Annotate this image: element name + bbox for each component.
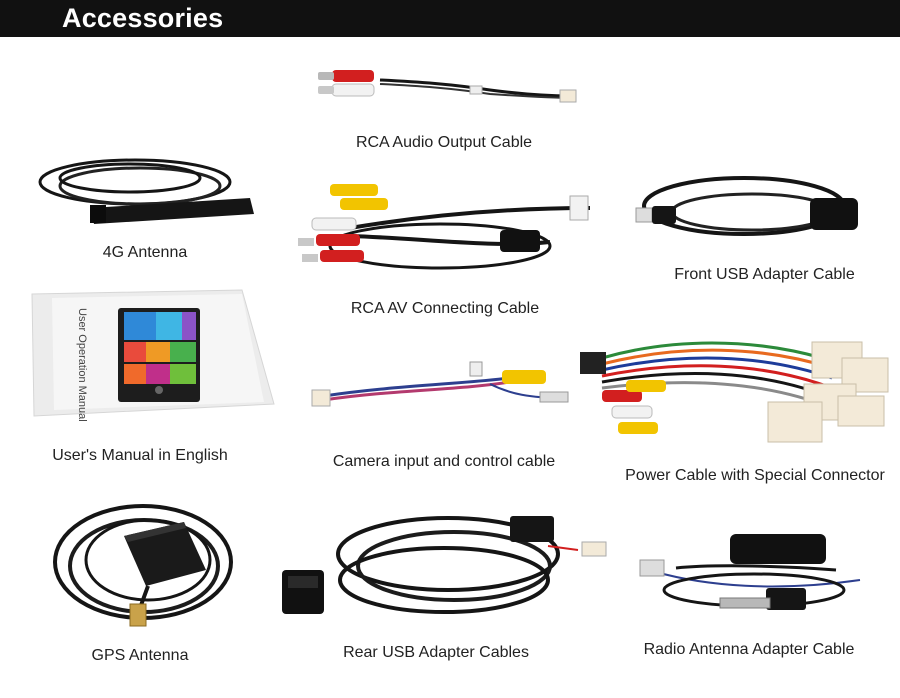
camera-caption: Camera input and control cable — [332, 453, 556, 470]
antenna-4g-image — [30, 150, 260, 230]
manual-image: User Operation Manual — [28, 289, 276, 422]
front-usb-cable-image — [634, 172, 866, 244]
manual-caption: User's Manual in English — [52, 447, 228, 464]
manual-cover-text: User Operation Manual — [76, 308, 88, 422]
page-title: Accessories — [62, 3, 224, 33]
gps-caption: GPS Antenna — [91, 647, 189, 664]
rca-audio-caption: RCA Audio Output Cable — [355, 134, 533, 151]
radio-antenna-cable-image — [636, 530, 866, 614]
rca-audio-cable-image — [310, 62, 580, 112]
rear-usb-cable-image — [278, 506, 610, 626]
rca-av-cable-image — [290, 178, 600, 278]
front-usb-caption: Front USB Adapter Cable — [674, 266, 855, 283]
gps-antenna-image — [48, 500, 238, 636]
camera-cable-image — [310, 358, 580, 414]
page-header: Accessories — [0, 0, 900, 37]
rear-usb-caption: Rear USB Adapter Cables — [343, 644, 529, 661]
antenna-4g-caption: 4G Antenna — [102, 244, 188, 261]
rca-av-caption: RCA AV Connecting Cable — [350, 300, 540, 317]
power-caption: Power Cable with Special Connector — [625, 467, 885, 484]
power-cable-image — [572, 328, 894, 454]
radio-caption: Radio Antenna Adapter Cable — [643, 641, 855, 658]
